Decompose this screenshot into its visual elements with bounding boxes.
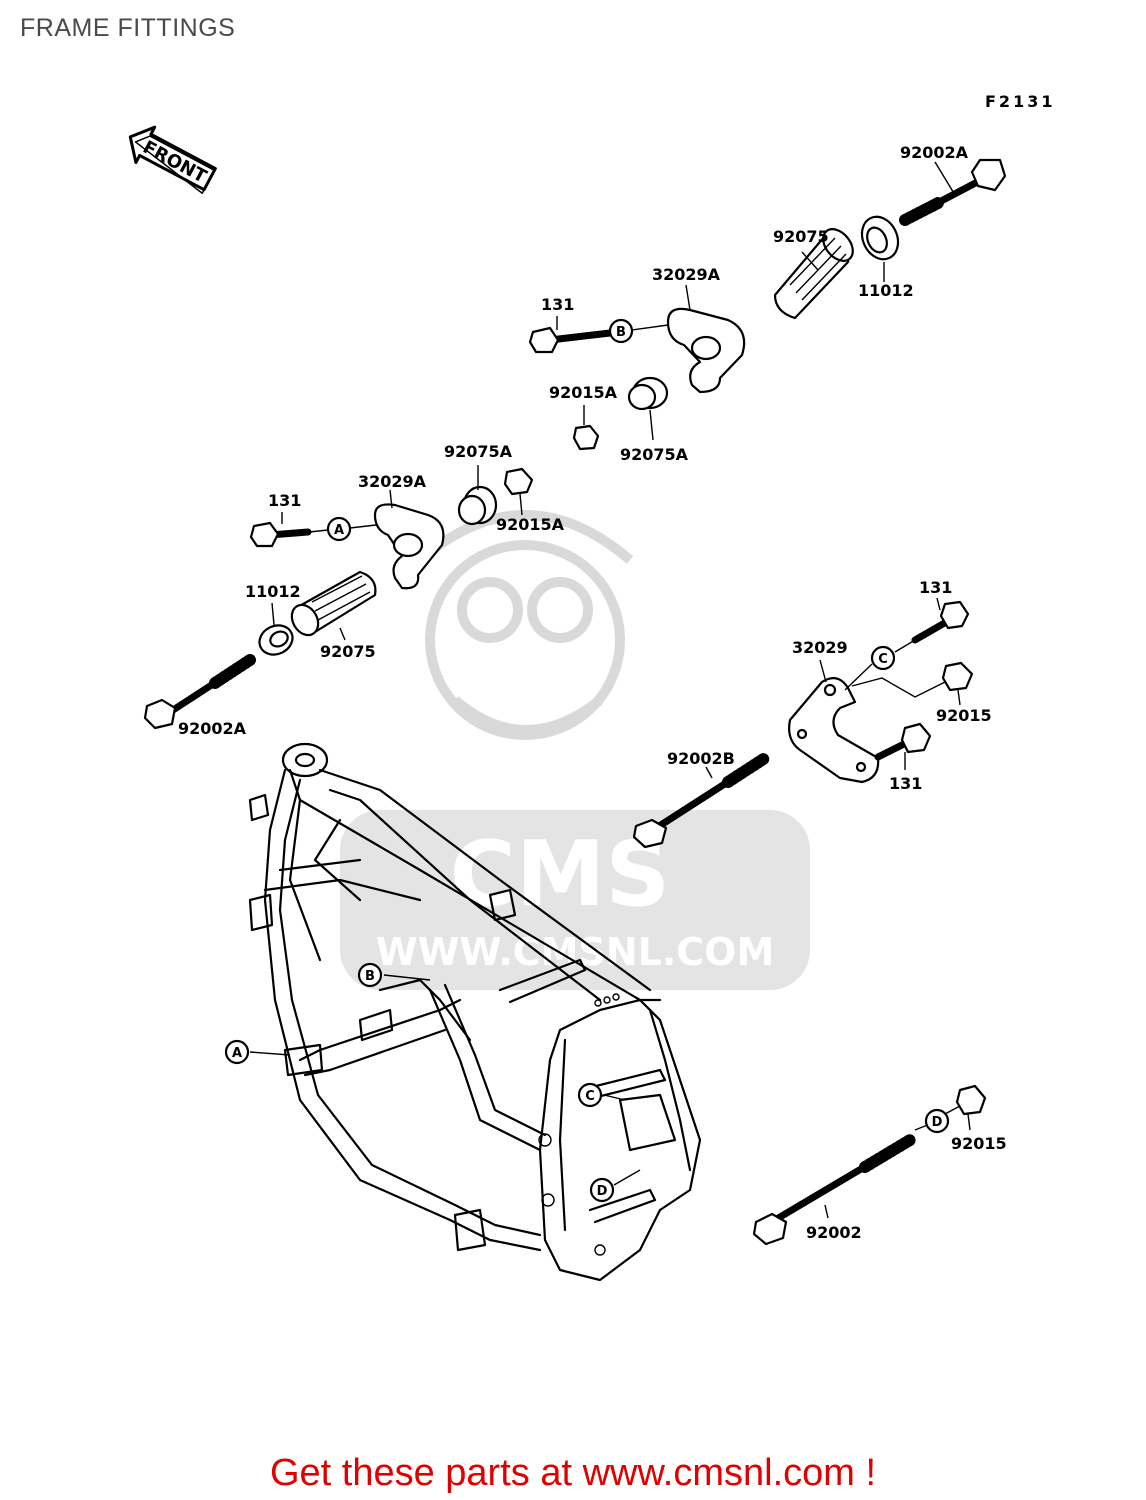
bolt-131-right-bottom — [874, 722, 932, 770]
label-11012-top: 11012 — [858, 281, 914, 300]
svg-text:D: D — [932, 1115, 943, 1130]
ref-b-frame: B — [357, 962, 383, 988]
label-92075-top: 92075 — [773, 227, 829, 246]
svg-text:B: B — [616, 325, 626, 340]
bolt-92002 — [752, 1134, 916, 1246]
label-92002a-top: 92002A — [900, 143, 969, 162]
ref-b-top: B — [608, 318, 634, 344]
bushing-92075a-top — [627, 376, 669, 441]
front-arrow-icon: FRONT — [128, 125, 217, 195]
ref-c-right: C — [870, 645, 896, 671]
label-92002a-left: 92002A — [178, 719, 247, 738]
bolt-92002a-left — [143, 654, 256, 730]
label-131-right-top: 131 — [919, 578, 952, 597]
svg-text:B: B — [365, 969, 375, 984]
label-92075-left: 92075 — [320, 642, 376, 661]
watermark-url: WWW.CMSNL.COM — [376, 930, 775, 974]
bolt-131-top — [528, 316, 669, 354]
washer-11012-left — [258, 602, 294, 656]
svg-text:C: C — [585, 1089, 595, 1104]
bolt-92002a-top — [899, 158, 1007, 226]
svg-text:C: C — [878, 652, 888, 667]
page-title: FRAME FITTINGS — [20, 14, 236, 42]
label-92002: 92002 — [806, 1223, 862, 1242]
nut-92015a-top — [572, 405, 600, 451]
ref-d-right: D — [924, 1108, 950, 1134]
figure-code: F2131 — [985, 92, 1055, 111]
label-32029a-left: 32029A — [358, 472, 427, 491]
label-11012-left: 11012 — [245, 582, 301, 601]
nut-92015-bottom — [914, 1084, 987, 1131]
bracket-32029a-left — [373, 489, 445, 590]
label-92015-right: 92015 — [936, 706, 992, 725]
label-92075a-left: 92075A — [444, 442, 513, 461]
bushing-92075a-left — [457, 465, 498, 526]
bracket-32029 — [788, 659, 946, 784]
ref-c-frame: C — [577, 1082, 603, 1108]
label-92002b: 92002B — [667, 749, 735, 768]
motorcycle-frame — [248, 742, 702, 1282]
label-32029: 32029 — [792, 638, 848, 657]
ref-d-frame: D — [589, 1177, 615, 1203]
label-92015a-mid: 92015A — [549, 383, 618, 402]
watermark: CMS WWW.CMSNL.COM — [340, 510, 810, 990]
washer-11012-top — [860, 215, 900, 282]
label-131-top: 131 — [541, 295, 574, 314]
bolt-92002b — [632, 752, 771, 849]
svg-text:A: A — [334, 523, 344, 538]
bracket-32029a-top — [666, 284, 746, 394]
nut-92015a-left — [503, 467, 534, 516]
label-92015-bottom: 92015 — [951, 1134, 1007, 1153]
bushing-92075-left — [290, 570, 377, 641]
nut-92015-right — [941, 661, 974, 706]
svg-text:D: D — [597, 1184, 608, 1199]
label-131-right-bottom: 131 — [889, 774, 922, 793]
label-131-left: 131 — [268, 491, 301, 510]
footer-promo-link[interactable]: Get these parts at www.cmsnl.com ! — [269, 1452, 877, 1494]
label-92075a-mid: 92075A — [620, 445, 689, 464]
ref-a-mid: A — [326, 516, 352, 542]
bolt-131-right-top — [894, 597, 970, 653]
label-92015a-left: 92015A — [496, 515, 565, 534]
ref-a-frame: A — [224, 1039, 250, 1065]
bolt-131-left — [249, 512, 377, 548]
svg-text:A: A — [232, 1046, 242, 1061]
bushing-92075-top — [773, 228, 854, 320]
label-32029a-top: 32029A — [652, 265, 721, 284]
